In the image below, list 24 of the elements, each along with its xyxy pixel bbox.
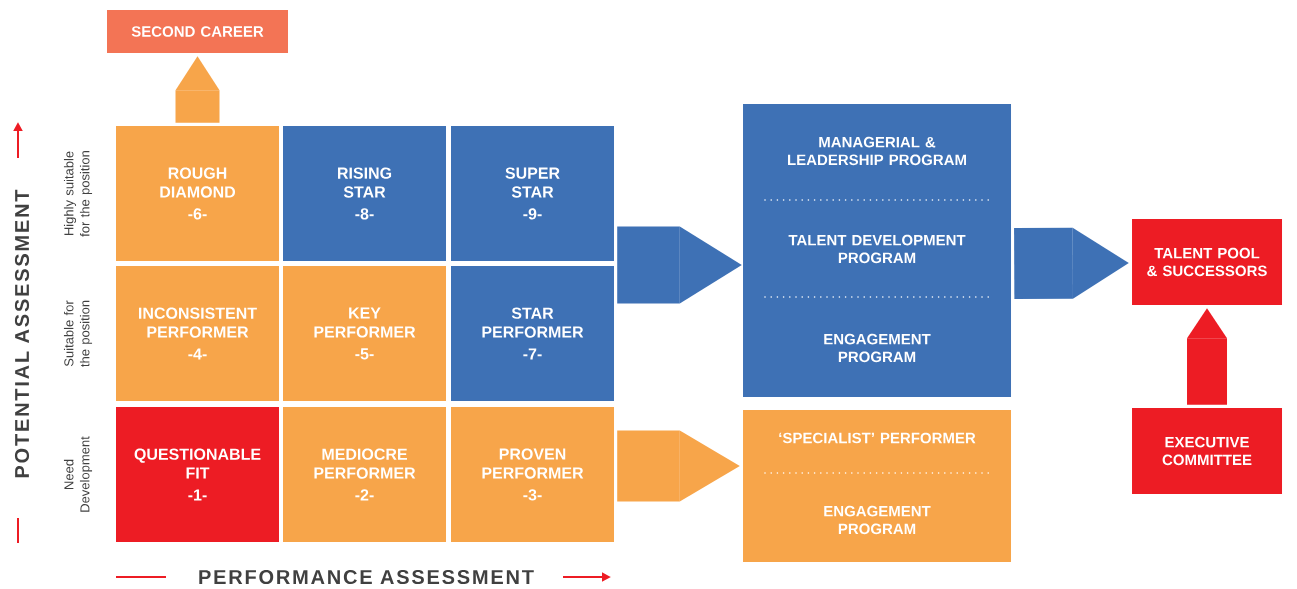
matrix-cell: PROVEN PERFORMER -3- — [451, 407, 614, 542]
matrix-cell: QUESTIONABLE FIT -1- — [116, 407, 279, 542]
chevron-arrow — [617, 430, 740, 502]
matrix-cell: ROUGH DIAMOND -6- — [116, 126, 279, 261]
program-box: MANAGERIAL & LEADERSHIP PROGRAM TALENT DEVELOPMENT PROGRAM ENGAGEMENT PROGRAM — [743, 104, 1011, 397]
chevron-arrow — [175, 56, 220, 123]
matrix-cell: KEY PERFORMER -5- — [283, 266, 446, 401]
chevron-arrow — [617, 226, 742, 304]
axis-title: PERFORMANCE ASSESSMENT — [199, 569, 534, 585]
matrix-cell: INCONSISTENT PERFORMER -4- — [116, 266, 279, 401]
committee-box: EXECUTIVE COMMITTEE — [1132, 408, 1282, 494]
program-box: ‘SPECIALIST’ PERFORMER ENGAGEMENT PROGRAM — [743, 410, 1011, 562]
matrix-cell: RISING STAR -8- — [283, 126, 446, 261]
matrix-cell: MEDIOCRE PERFORMER -2- — [283, 407, 446, 542]
axis-title: POTENTIAL ASSESSMENT — [14, 189, 30, 478]
outcome-box: TALENT POOL & SUCCESSORS — [1132, 219, 1282, 305]
chevron-arrow — [1187, 308, 1227, 405]
row-label: Highly suitable for the position — [63, 151, 93, 237]
chevron-arrow — [1014, 227, 1129, 299]
matrix-cell: SUPER STAR -9- — [451, 126, 614, 261]
outcome-box: SECOND CAREER — [107, 10, 288, 53]
row-label: Need Development — [63, 436, 93, 512]
row-label: Suitable for the position — [63, 300, 93, 367]
matrix-cell: STAR PERFORMER -7- — [451, 266, 614, 401]
